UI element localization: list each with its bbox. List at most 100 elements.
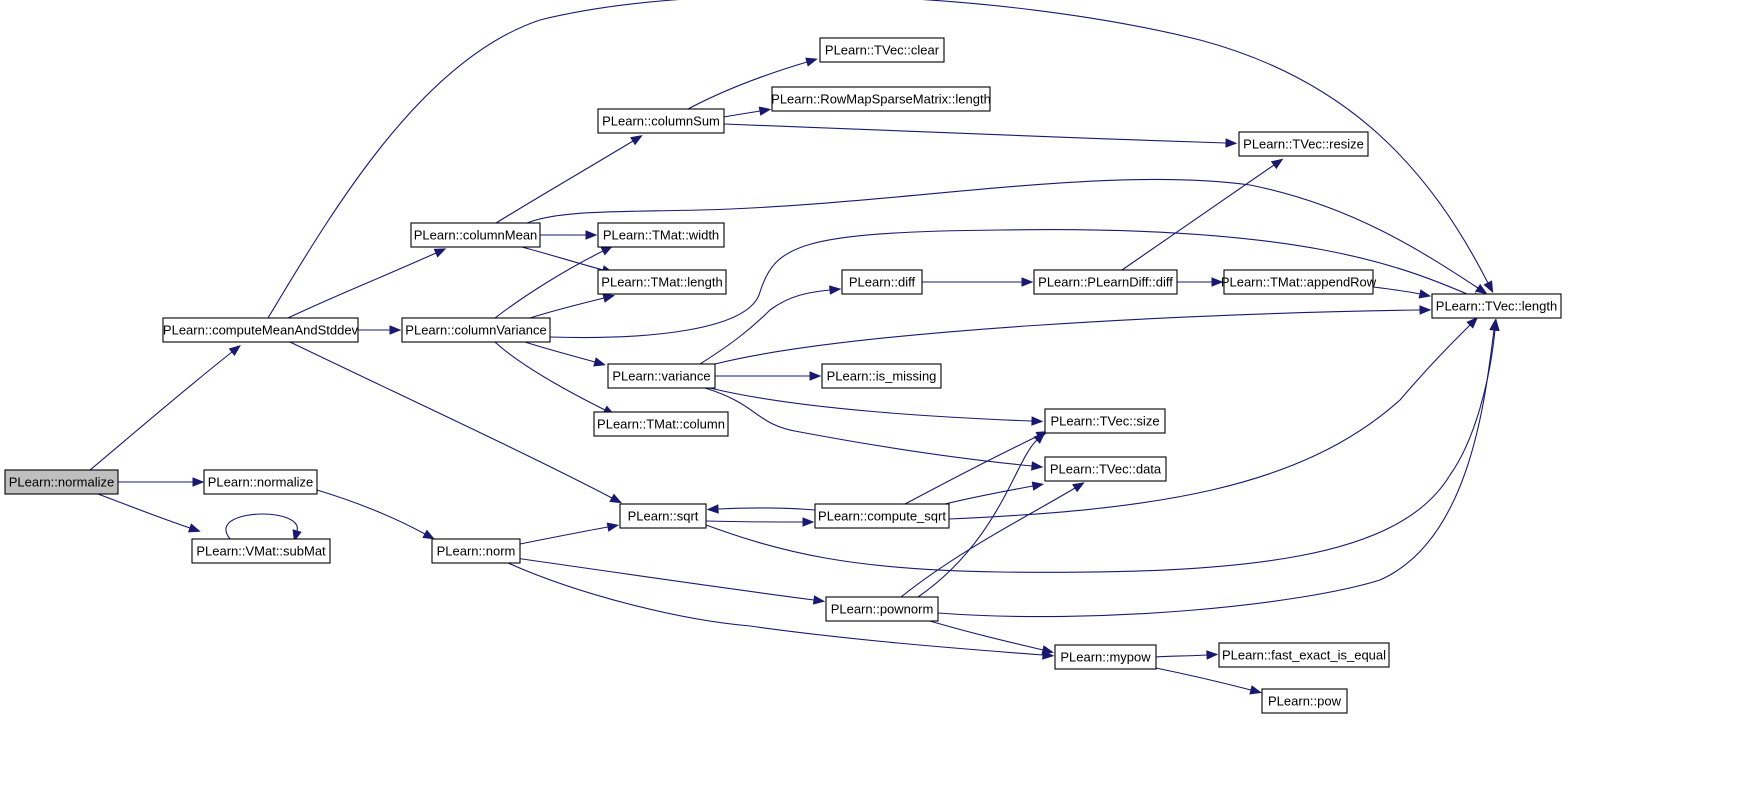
call-graph-edges [89,0,1500,695]
edge-root-to-cmas [89,344,241,471]
node-diff-label: PLearn::diff [849,275,916,290]
node-tmatcolumn[interactable]: PLearn::TMat::column [593,411,729,437]
node-colsum[interactable]: PLearn::columnSum [597,108,725,134]
node-colsum-label: PLearn::columnSum [602,114,720,129]
node-fastexact-label: PLearn::fast_exact_is_equal [1222,648,1386,663]
node-norm[interactable]: PLearn::norm [431,538,521,564]
node-tmatlength-label: PLearn::TMat::length [601,275,722,290]
edge-computesqrt-to-sqrt [706,504,816,514]
edge-colmean-to-tveclength [526,178,1488,295]
edge-variance-to-ismissing [715,371,822,381]
node-colvar-label: PLearn::columnVariance [405,323,546,338]
edge-variance-to-tvecsize [709,387,1044,426]
edge-pldiff-to-appendrow [1176,277,1224,287]
edge-cmas-to-colvar [358,325,402,335]
node-variance-label: PLearn::variance [612,369,710,384]
node-submat[interactable]: PLearn::VMat::subMat [191,538,331,564]
node-tmatcolumn-label: PLearn::TMat::column [597,417,725,432]
node-tmatlength[interactable]: PLearn::TMat::length [597,269,727,295]
call-graph-nodes: PLearn::normalize PLearn::computeMeanAndS… [4,37,1562,714]
edge-cmas-to-tveclength [267,0,1494,319]
node-pldiff-label: PLearn::PLearnDiff::diff [1038,275,1173,290]
edge-root-to-norm2 [118,477,205,487]
node-diff[interactable]: PLearn::diff [841,269,923,295]
node-norm2[interactable]: PLearn::normalize [203,469,318,495]
edge-colmean-to-colsum [495,135,643,224]
edge-submat-to-submat [225,513,302,542]
node-colvar[interactable]: PLearn::columnVariance [401,317,551,343]
node-pow[interactable]: PLearn::pow [1261,688,1348,714]
node-ismissing[interactable]: PLearn::is_missing [821,363,942,389]
node-tmatwidth[interactable]: PLearn::TMat::width [597,222,725,248]
node-appendrow[interactable]: PLearn::TMat::appendRow [1221,269,1377,295]
edge-variance-to-diff [699,285,842,365]
edge-variance-to-tvecdata [704,387,1044,471]
edge-computesqrt-to-tvecdata [944,481,1045,505]
edge-pownorm-to-tvecdata [900,482,1085,598]
edge-norm-to-mypow [507,562,1055,660]
node-pow-label: PLearn::pow [1268,694,1342,709]
edge-mypow-to-pow [1155,667,1262,695]
edge-computesqrt-to-tvecsize [904,431,1049,505]
node-root[interactable]: PLearn::normalize [4,469,119,495]
edge-appendrow-to-tveclength [1372,286,1432,299]
edge-computesqrt-to-tveclength [948,316,1479,520]
edge-cmas-to-colmean [287,248,447,319]
edge-norm2-to-norm [316,489,435,540]
node-fastexact[interactable]: PLearn::fast_exact_is_equal [1218,642,1390,668]
node-tvecclear-label: PLearn::TVec::clear [825,43,940,58]
node-ismissing-label: PLearn::is_missing [827,369,937,384]
edge-colsum-to-tvecresize [723,123,1238,148]
node-sqrt-label: PLearn::sqrt [628,509,699,524]
edge-colmean-to-tmatwidth [540,230,598,240]
edge-variance-to-tveclength [714,305,1432,365]
edge-sqrt-to-tveclength [705,318,1500,573]
node-pownorm[interactable]: PLearn::pownorm [825,596,939,622]
node-computesqrt-label: PLearn::compute_sqrt [818,509,946,524]
edge-colvar-to-variance [524,341,606,367]
edge-cmas-to-sqrt [289,341,623,504]
node-appendrow-label: PLearn::TMat::appendRow [1221,275,1377,290]
node-submat-label: PLearn::VMat::subMat [196,544,326,559]
node-colmean[interactable]: PLearn::columnMean [410,222,541,248]
node-sqrt[interactable]: PLearn::sqrt [619,503,707,529]
node-mypow-label: PLearn::mypow [1060,650,1151,665]
edge-pownorm-to-tveclength [937,318,1499,618]
edge-pownorm-to-tvecsize [917,432,1046,598]
node-tvecresize[interactable]: PLearn::TVec::resize [1238,131,1369,157]
node-tvecdata[interactable]: PLearn::TVec::data [1044,456,1167,482]
edge-norm-to-pownorm [507,556,826,605]
node-cmas[interactable]: PLearn::computeMeanAndStddev [162,317,359,343]
node-tvecresize-label: PLearn::TVec::resize [1243,137,1364,152]
node-rmsmlength-label: PLearn::RowMapSparseMatrix::length [771,92,991,107]
node-norm2-label: PLearn::normalize [208,475,314,490]
edge-colvar-to-tmatcolumn [494,341,616,416]
node-rmsmlength[interactable]: PLearn::RowMapSparseMatrix::length [771,86,991,112]
node-norm-label: PLearn::norm [437,544,516,559]
node-tveclength[interactable]: PLearn::TVec::length [1431,293,1562,319]
node-tvecclear[interactable]: PLearn::TVec::clear [819,37,945,63]
node-cmas-label: PLearn::computeMeanAndStddev [163,323,359,338]
edge-colsum-to-rmsmlength [723,106,772,118]
node-pownorm-label: PLearn::pownorm [831,602,934,617]
edge-pldiff-to-tvecresize [1121,158,1284,271]
edge-norm-to-sqrt [519,522,620,545]
node-root-label: PLearn::normalize [9,475,115,490]
node-mypow[interactable]: PLearn::mypow [1054,644,1157,670]
node-computesqrt[interactable]: PLearn::compute_sqrt [814,503,950,529]
node-pldiff[interactable]: PLearn::PLearnDiff::diff [1033,269,1178,295]
edge-diff-to-pldiff [921,277,1034,287]
node-colmean-label: PLearn::columnMean [414,228,538,243]
edge-sqrt-to-computesqrt [705,517,815,527]
edge-colsum-to-tvecclear [687,57,818,110]
node-tvecsize[interactable]: PLearn::TVec::size [1044,408,1166,434]
edge-colvar-to-tmatwidth [494,245,614,319]
edge-root-to-submat [97,493,201,533]
node-tvecdata-label: PLearn::TVec::data [1050,462,1162,477]
node-tmatwidth-label: PLearn::TMat::width [603,228,719,243]
node-variance[interactable]: PLearn::variance [607,363,716,389]
edge-colvar-to-tmatlength [529,293,615,319]
edge-mypow-to-fastexact [1155,650,1219,660]
edge-pownorm-to-mypow [929,620,1055,655]
